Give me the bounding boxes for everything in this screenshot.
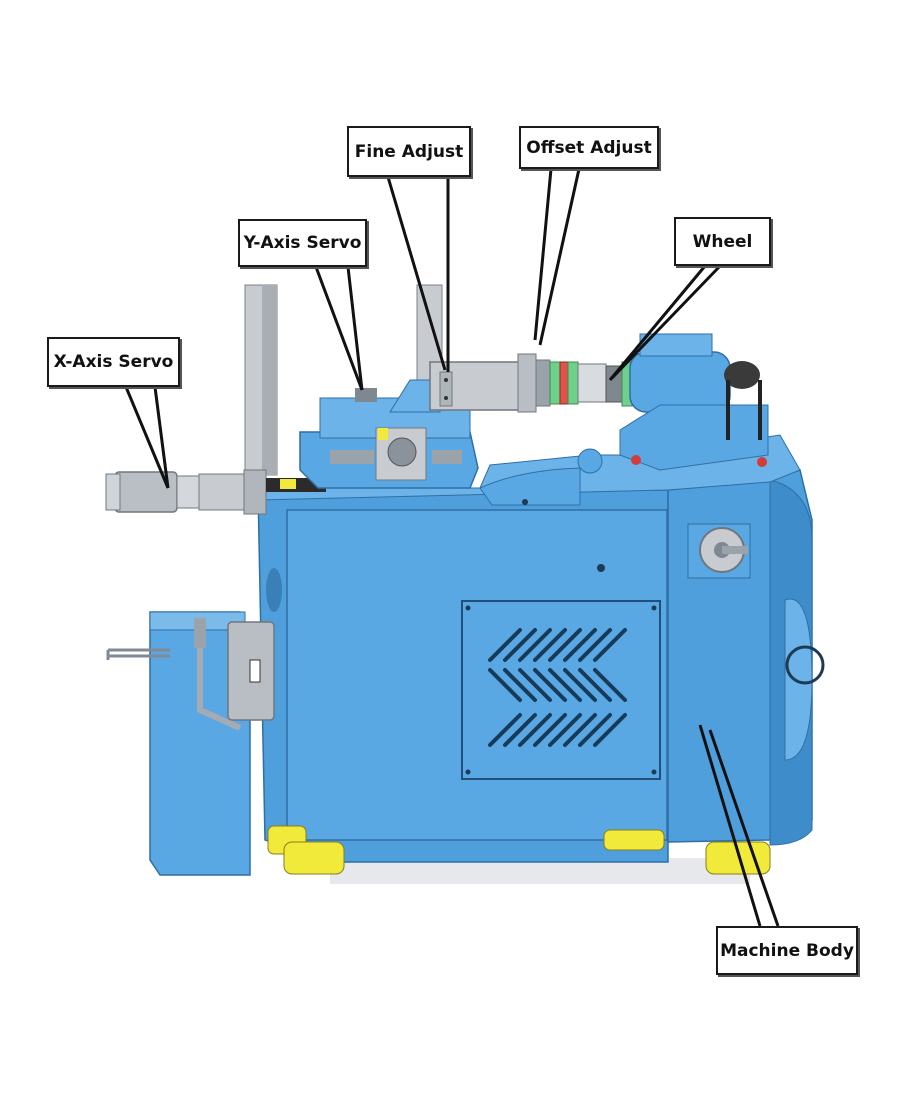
leader-body-a <box>698 724 762 927</box>
offset-adjust-spindle <box>517 353 607 413</box>
leader-wheel-b <box>610 264 722 380</box>
leader-wheel-a <box>608 265 707 381</box>
leader-yaxis-a <box>314 266 364 391</box>
label-machine-body: Machine Body <box>716 926 858 975</box>
label-wheel: Wheel <box>674 217 771 266</box>
handwheel <box>687 523 751 579</box>
label-x-axis-servo: X-Axis Servo <box>47 337 180 387</box>
electrical-box <box>194 618 275 731</box>
y-axis-slide <box>299 388 479 489</box>
label-offset-adjust: Offset Adjust <box>519 126 659 169</box>
fine-adjust-block <box>389 361 521 413</box>
side-fan-panel <box>784 598 825 761</box>
leveling-feet <box>267 825 771 875</box>
leader-offset-b <box>538 168 581 346</box>
leader-xaxis-b <box>153 386 170 489</box>
label-y-axis-servo: Y-Axis Servo <box>238 219 367 267</box>
leader-fine-a <box>386 176 447 371</box>
coolant-tank <box>106 611 251 876</box>
leader-offset-a <box>533 168 553 341</box>
label-fine-adjust: Fine Adjust <box>347 126 471 177</box>
leader-lines <box>124 168 780 927</box>
leader-body-b <box>708 729 780 927</box>
leader-yaxis-b <box>346 266 364 391</box>
top-deck <box>254 434 801 506</box>
vent-panel <box>461 600 661 780</box>
leader-xaxis-a <box>124 386 170 489</box>
vertical-posts <box>244 284 443 476</box>
